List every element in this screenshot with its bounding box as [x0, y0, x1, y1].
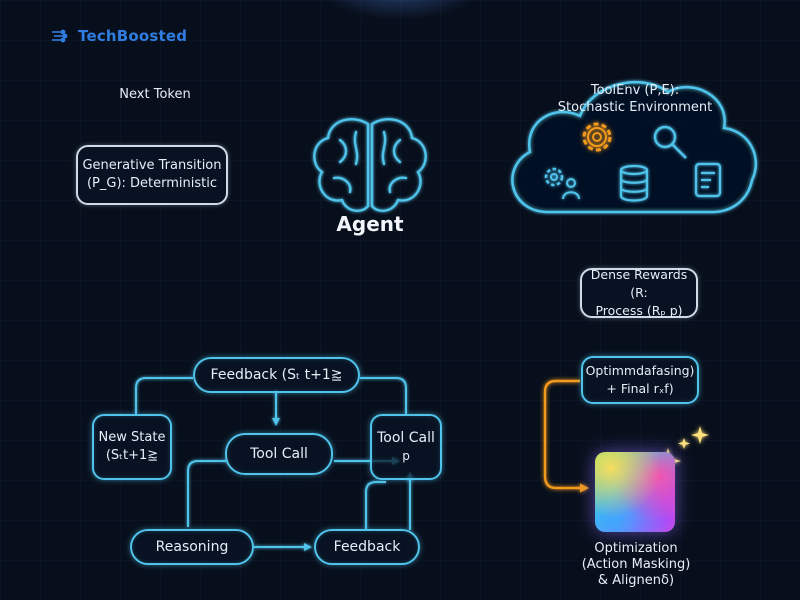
cloud-title-line1: ToolEnv (P,E):: [590, 83, 680, 98]
arrow-feedback-up-to-tool-call: [365, 481, 386, 530]
new-state-line1: New State: [98, 430, 166, 445]
reasoning-node: Reasoning: [130, 529, 254, 565]
optim-final-line2: + Final rₓf): [606, 381, 674, 396]
brain-icon: [313, 118, 427, 212]
generative-transition-node: Generative Transition (P_G): Determinist…: [76, 145, 228, 205]
brand-logo-text: TechBoosted: [78, 27, 188, 45]
search-icon: [653, 125, 687, 159]
generative-transition-line2: (P_G): Deterministic: [86, 176, 218, 191]
reasoning-label: Reasoning: [155, 539, 229, 555]
cloud-title-line2: Stochastic Environment: [557, 100, 713, 115]
optimization-gradient-block: [595, 452, 675, 532]
line-tool-call-to-reasoning: [187, 460, 228, 527]
gear-icon: [582, 122, 612, 152]
brand-logo: TechBoosted: [52, 26, 187, 46]
new-state-line2: (Sₜt+1⪎: [105, 448, 159, 463]
top-glow: [320, 0, 480, 20]
feedback-top-label: Feedback (Sₜ t+1⪎: [210, 367, 343, 383]
optim-final-line1: Optimmdafasing): [585, 363, 695, 378]
feedback-bottom-label: Feedback: [333, 539, 401, 555]
generative-transition-line1: Generative Transition: [82, 158, 222, 173]
new-state-node: New State (Sₜt+1⪎: [92, 414, 172, 480]
tool-call-label: Tool Call: [250, 446, 308, 462]
arrow-feedback-loop-orange: [543, 379, 589, 493]
feedback-bottom-node: Feedback: [314, 529, 420, 565]
feedback-top-node: Feedback (Sₜ t+1⪎: [193, 357, 360, 393]
settings-person-icon: [544, 167, 580, 200]
line-feedback-to-tool-call-right: [360, 377, 407, 414]
tool-call-node: Tool Call: [225, 433, 333, 475]
dense-rewards-node: Dense Rewards (R: Process (Rₚ p): [580, 267, 698, 318]
optimization-caption-line3: & Alignenδ): [597, 573, 675, 588]
dense-rewards-line2: Process (Rₚ p): [595, 303, 683, 318]
database-icon: [619, 164, 649, 202]
optim-final-node: Optimmdafasing) + Final rₓf): [581, 356, 699, 404]
server-icon: [694, 162, 722, 198]
next-token-label: Next Token: [119, 87, 191, 102]
optimization-caption-line2: (Action Masking): [581, 557, 691, 572]
tool-call-right-node: Tool Call p: [370, 414, 442, 480]
tool-call-right-sub: p: [402, 449, 410, 463]
line-feedback-to-new-state: [135, 377, 193, 414]
tool-call-right-label: Tool Call: [377, 430, 435, 446]
optimization-caption-line1: Optimization: [594, 541, 678, 556]
agent-label: Agent: [336, 212, 404, 236]
circuit-logo-icon: [52, 29, 68, 43]
dense-rewards-line1: Dense Rewards (R:: [590, 267, 688, 300]
